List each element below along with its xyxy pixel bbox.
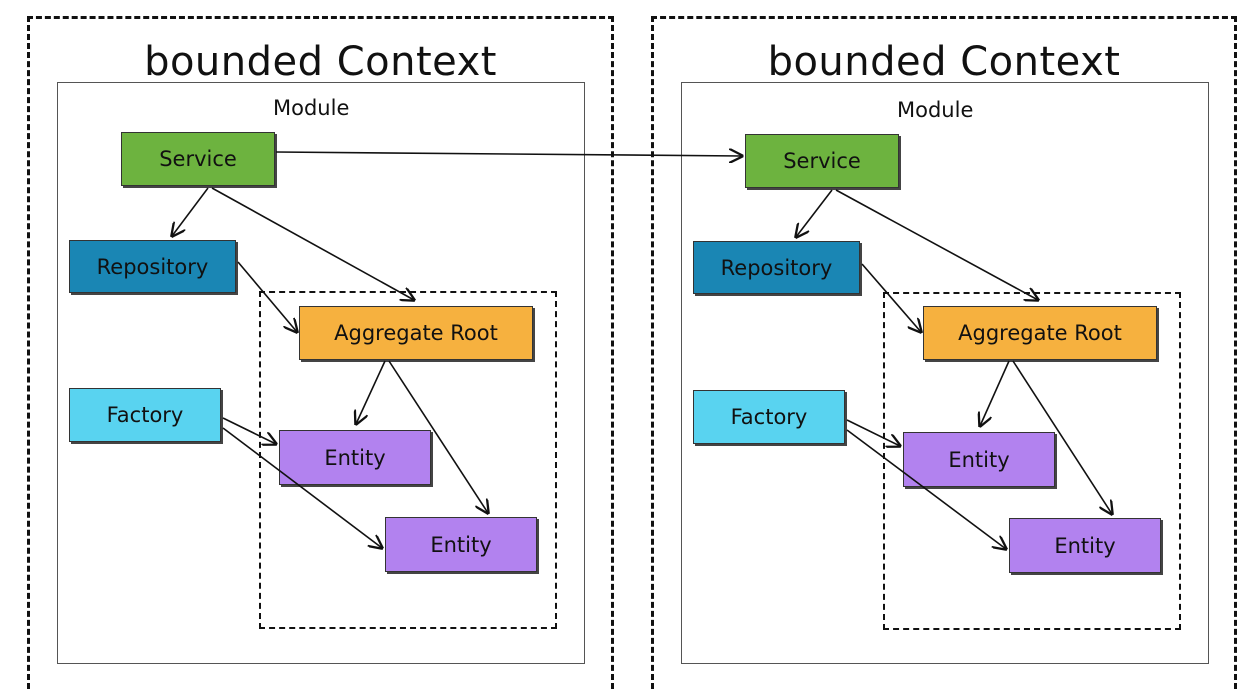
- module-label: Module: [273, 96, 350, 120]
- service-node: Service: [121, 132, 275, 186]
- entity-node: Entity: [1009, 518, 1161, 573]
- entity-node: Entity: [903, 432, 1055, 487]
- bounded-context-right: bounded Context: [651, 16, 1237, 692]
- repository-node: Repository: [69, 240, 236, 293]
- module-label: Module: [897, 98, 974, 122]
- service-node: Service: [745, 134, 899, 188]
- entity-node: Entity: [279, 430, 431, 485]
- context-title: bounded Context: [144, 39, 497, 85]
- aggregate-root-node: Aggregate Root: [299, 306, 533, 360]
- factory-node: Factory: [693, 390, 845, 444]
- factory-node: Factory: [69, 388, 221, 442]
- repository-node: Repository: [693, 241, 860, 294]
- bounded-context-left: bounded Context: [27, 16, 614, 692]
- aggregate-root-node: Aggregate Root: [923, 306, 1157, 360]
- context-title: bounded Context: [767, 39, 1121, 85]
- entity-node: Entity: [385, 517, 537, 572]
